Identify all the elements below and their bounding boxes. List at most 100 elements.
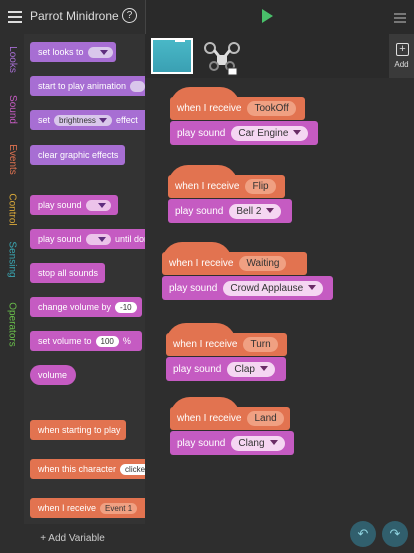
when-i-receive-block[interactable]: when I receive Land <box>170 397 290 430</box>
palette-block-change-volume[interactable]: change volume by -10 <box>30 297 142 317</box>
looks-dropdown[interactable] <box>87 46 113 58</box>
script-3[interactable]: when I receive Waiting play sound Crowd … <box>162 242 333 300</box>
hamburger-menu-icon[interactable] <box>8 11 22 23</box>
when-i-receive-block[interactable]: when I receive Turn <box>166 323 287 356</box>
block-text: start to play animation <box>38 81 127 91</box>
message-value[interactable]: Flip <box>245 179 276 194</box>
chevron-down-icon <box>259 366 268 372</box>
chevron-down-icon <box>99 49 108 55</box>
block-text: when this character <box>38 464 117 474</box>
block-text: % <box>122 336 131 346</box>
category-label-operators: Operators <box>6 301 18 347</box>
category-tab-sound[interactable]: Sound <box>0 84 24 134</box>
palette-block-clear-graphic-effects[interactable]: clear graphic effects <box>30 145 125 165</box>
block-text: when I receive <box>38 503 97 513</box>
drone-sprite-thumbnail[interactable] <box>202 38 242 76</box>
block-text: when I receive <box>177 413 242 424</box>
receive-event-value[interactable]: Event 1 <box>100 502 138 514</box>
volume-set-value[interactable]: 100 <box>95 335 119 347</box>
palette-header: Parrot Minidrone ? <box>0 0 145 34</box>
script-1[interactable]: when I receive TookOff play sound Car En… <box>170 87 318 145</box>
palette-blocks: set looks to start to play animation set… <box>24 34 145 524</box>
category-tab-looks[interactable]: Looks <box>0 34 24 84</box>
message-value[interactable]: TookOff <box>247 101 296 116</box>
help-icon[interactable]: ? <box>122 8 137 23</box>
sound-dropdown[interactable] <box>85 199 111 211</box>
animation-dropdown[interactable] <box>130 80 145 92</box>
palette-block-volume-reporter[interactable]: volume <box>30 365 76 385</box>
when-i-receive-block[interactable]: when I receive Flip <box>168 165 285 198</box>
block-text: effect <box>115 115 138 125</box>
sound-dropdown[interactable]: Clang <box>231 435 285 451</box>
project-title: Parrot Minidrone <box>30 9 119 23</box>
block-text: play sound <box>169 282 218 294</box>
effect-value: brightness <box>59 115 96 125</box>
volume-change-value[interactable]: -10 <box>115 301 137 313</box>
block-text: when I receive <box>169 258 234 269</box>
category-label-looks: Looks <box>6 45 18 73</box>
sound-value: Bell 2 <box>236 205 262 217</box>
script-4[interactable]: when I receive Turn play sound Clap <box>166 323 287 381</box>
message-value[interactable]: Waiting <box>239 256 287 271</box>
palette-block-when-clicked[interactable]: when this character clicked <box>30 452 145 479</box>
play-sound-block[interactable]: play sound Car Engine <box>170 121 318 145</box>
palette-block-start-animation[interactable]: start to play animation <box>30 76 145 96</box>
block-text: play sound <box>177 127 226 139</box>
category-tab-control[interactable]: Control <box>0 184 24 234</box>
script-5[interactable]: when I receive Land play sound Clang <box>170 397 294 455</box>
menu-icon[interactable] <box>394 13 406 23</box>
palette-block-when-starting[interactable]: when starting to play <box>30 413 126 440</box>
add-variable-button[interactable]: + Add Variable <box>0 524 145 553</box>
message-value[interactable]: Land <box>247 411 284 426</box>
sound-value: Clang <box>238 437 265 449</box>
block-text: set volume to <box>38 336 92 346</box>
sound-dropdown[interactable]: Crowd Applause <box>223 280 324 296</box>
script-2[interactable]: when I receive Flip play sound Bell 2 <box>168 165 292 223</box>
sprite-list: + Add <box>145 34 414 78</box>
block-text: when I receive <box>173 339 238 350</box>
script-canvas[interactable]: when I receive TookOff play sound Car En… <box>145 78 414 553</box>
play-icon[interactable] <box>262 9 273 23</box>
play-sound-block[interactable]: play sound Clap <box>166 357 286 381</box>
sound-value: Clap <box>234 363 255 375</box>
palette-block-stop-all-sounds[interactable]: stop all sounds <box>30 263 105 283</box>
stage-background-thumbnail[interactable] <box>151 38 193 74</box>
category-tab-operators[interactable]: Operators <box>0 284 24 364</box>
sound-dropdown[interactable]: Bell 2 <box>229 203 282 219</box>
play-sound-block[interactable]: play sound Clang <box>170 431 294 455</box>
undo-icon[interactable]: ↶ <box>350 521 376 547</box>
block-text: play sound <box>173 363 222 375</box>
block-palette: Parrot Minidrone ? Looks Sound Events Co… <box>0 0 145 553</box>
effect-dropdown[interactable]: brightness <box>54 114 112 126</box>
message-value[interactable]: Turn <box>243 337 278 352</box>
block-text: clear graphic effects <box>38 150 119 160</box>
chevron-down-icon <box>98 202 106 208</box>
palette-block-set-effect[interactable]: set brightness effect <box>30 110 145 130</box>
category-tab-events[interactable]: Events <box>0 134 24 184</box>
sound-dropdown[interactable]: Car Engine <box>231 125 309 141</box>
palette-block-set-looks-to[interactable]: set looks to <box>30 42 116 62</box>
category-label-sound: Sound <box>6 94 18 124</box>
block-text: when I receive <box>177 103 242 114</box>
category-label-sensing: Sensing <box>6 240 18 278</box>
category-tab-sensing[interactable]: Sensing <box>0 234 24 284</box>
block-text: volume <box>38 370 68 380</box>
category-label-control: Control <box>6 192 18 226</box>
sound-value: Car Engine <box>238 127 289 139</box>
chevron-down-icon <box>293 130 302 136</box>
sound-dropdown[interactable]: Clap <box>227 361 275 377</box>
palette-block-play-sound-until-done[interactable]: play sound until done <box>30 229 145 249</box>
palette-block-when-i-receive[interactable]: when I receive Event 1 <box>30 491 145 518</box>
play-sound-block[interactable]: play sound Crowd Applause <box>162 276 333 300</box>
chevron-down-icon <box>269 440 278 446</box>
palette-block-set-volume[interactable]: set volume to 100 % <box>30 331 142 351</box>
sound-dropdown[interactable] <box>85 233 111 245</box>
add-sprite-button[interactable]: + Add <box>389 34 414 78</box>
block-text: change volume by <box>38 302 112 312</box>
chevron-down-icon <box>98 236 106 242</box>
play-sound-block[interactable]: play sound Bell 2 <box>168 199 292 223</box>
when-i-receive-block[interactable]: when I receive Waiting <box>162 242 307 275</box>
when-i-receive-block[interactable]: when I receive TookOff <box>170 87 305 120</box>
palette-block-play-sound[interactable]: play sound <box>30 195 118 215</box>
redo-icon[interactable]: ↷ <box>382 521 408 547</box>
